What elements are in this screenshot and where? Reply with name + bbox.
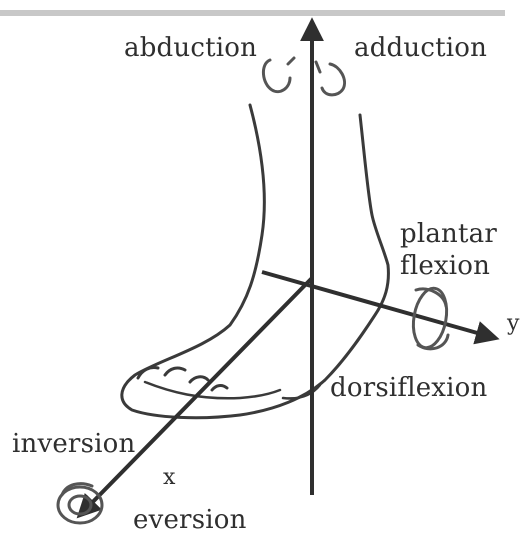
adduction-label: adduction [354, 33, 487, 63]
inversion-label: inversion [12, 429, 135, 459]
plantar-flexion-label-line1: plantar [400, 219, 497, 249]
rotation-arrows-icon [58, 484, 102, 523]
rotation-arrows-icon [263, 58, 344, 95]
x-axis-label: x [163, 465, 176, 490]
foot-outline [122, 105, 389, 418]
eversion-label: eversion [133, 505, 247, 535]
dorsiflexion-label: dorsiflexion [330, 373, 488, 403]
y-axis [262, 272, 495, 338]
y-axis-label: y [506, 311, 520, 336]
abduction-label: abduction [124, 33, 257, 63]
plantar-flexion-label-line2: flexion [400, 251, 490, 281]
x-axis [80, 278, 312, 515]
